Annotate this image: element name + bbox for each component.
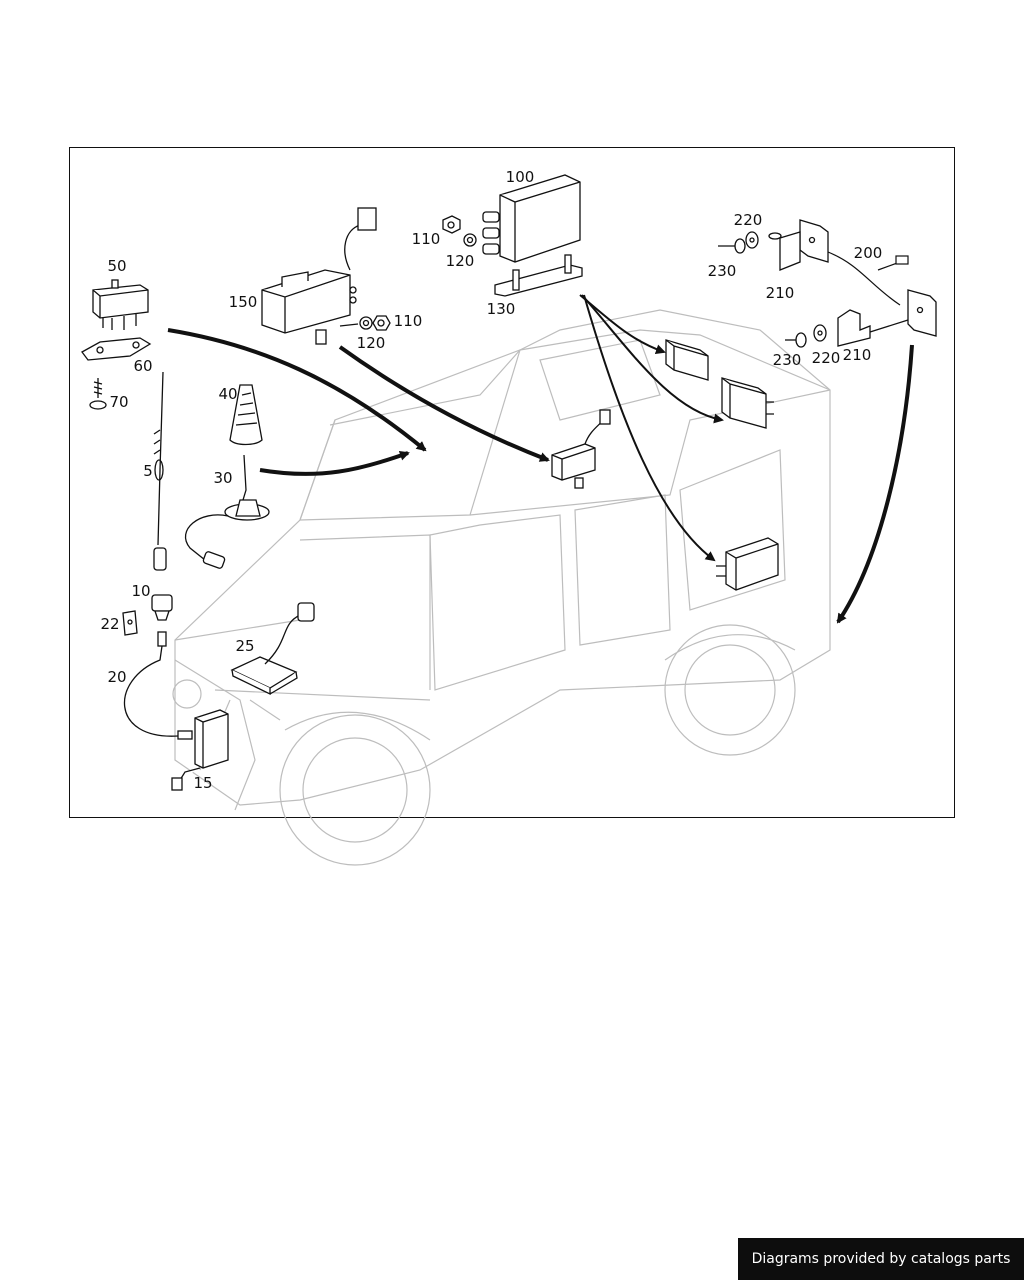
- screw-part: [89, 378, 107, 410]
- label-220-lower: 220: [812, 349, 841, 367]
- amplifier-part: [171, 709, 229, 791]
- label-230-upper: 230: [708, 262, 737, 280]
- bracket-130: [494, 254, 583, 297]
- label-10: 10: [131, 582, 150, 600]
- bracket-assembly-upper: [718, 219, 829, 271]
- label-130: 130: [487, 300, 516, 318]
- module-right-1: [665, 339, 709, 381]
- label-210-upper: 210: [766, 284, 795, 302]
- module-100: [482, 174, 581, 263]
- module-right-3: [716, 537, 779, 591]
- label-110-lower: 110: [394, 312, 423, 330]
- diagram-frame: [69, 147, 955, 818]
- label-20: 20: [107, 668, 126, 686]
- clip-part: [122, 610, 138, 636]
- credit-text: Diagrams provided by catalogs parts: [751, 1251, 1011, 1267]
- label-100: 100: [506, 168, 535, 186]
- cable-200: [827, 251, 909, 306]
- relay-part: [92, 279, 149, 330]
- roof-antenna: [184, 454, 270, 569]
- bracket-assembly-lower: [785, 289, 937, 348]
- leader-arrows: [167, 294, 914, 624]
- vehicle-outline: [172, 309, 831, 866]
- antenna-base: [151, 594, 173, 621]
- label-210-lower: 210: [843, 346, 872, 364]
- label-200: 200: [854, 244, 883, 262]
- label-5: 5: [143, 462, 153, 480]
- label-220-upper: 220: [734, 211, 763, 229]
- relay-bracket: [81, 337, 152, 361]
- label-22: 22: [100, 615, 119, 633]
- nut-washer-150: [339, 315, 391, 331]
- label-30: 30: [213, 469, 232, 487]
- label-70: 70: [109, 393, 128, 411]
- label-40: 40: [218, 385, 237, 403]
- gps-antenna: [230, 602, 315, 696]
- label-120-lower: 120: [357, 334, 386, 352]
- label-15: 15: [193, 774, 212, 792]
- whip-antenna: [153, 371, 167, 571]
- label-230-lower: 230: [773, 351, 802, 369]
- label-60: 60: [133, 357, 152, 375]
- antenna-cable: [124, 631, 193, 740]
- nut-washer-100: [442, 215, 477, 247]
- credit-banner: Diagrams provided by catalogs parts: [738, 1238, 1024, 1280]
- antenna-cover: [229, 384, 263, 446]
- label-25: 25: [235, 637, 254, 655]
- label-150: 150: [229, 293, 258, 311]
- part-labels: 50 60 70 5 10 22 20 15 40 30 25 150 110 …: [100, 168, 882, 792]
- label-50: 50: [107, 257, 126, 275]
- module-150: [261, 207, 377, 345]
- center-module: [551, 409, 611, 489]
- label-110-upper: 110: [412, 230, 441, 248]
- module-right-2: [721, 377, 774, 429]
- label-120-upper: 120: [446, 252, 475, 270]
